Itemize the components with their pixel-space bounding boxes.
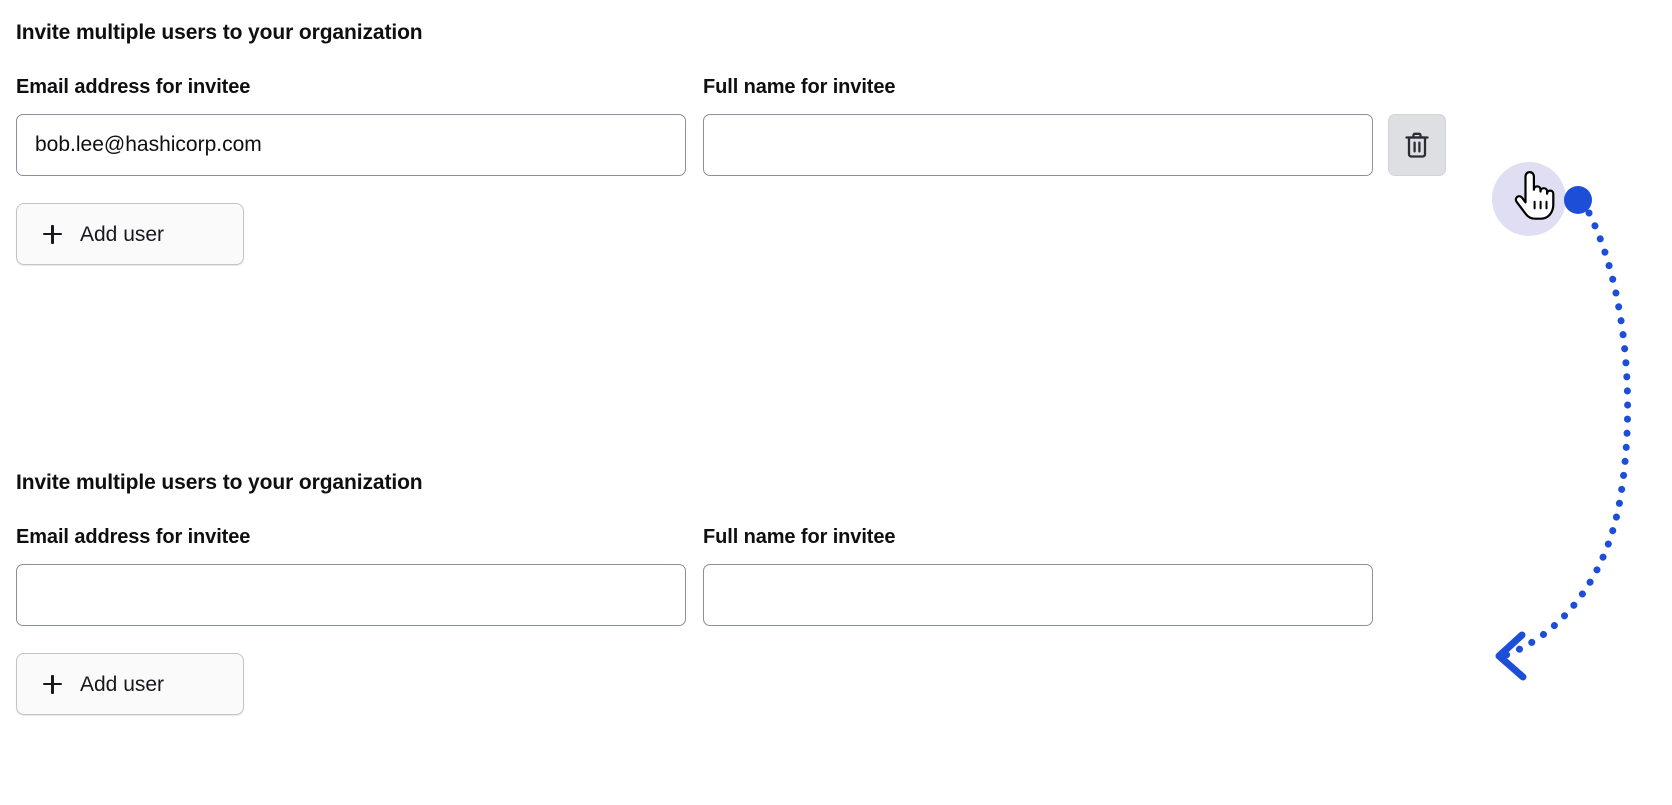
hand-pointer-cursor bbox=[1512, 168, 1556, 229]
email-field-label-2: Email address for invitee bbox=[16, 526, 251, 548]
email-field-group-2: Email address for invitee bbox=[16, 524, 686, 626]
fullname-field-label-2: Full name for invitee bbox=[703, 526, 896, 548]
plus-icon-2 bbox=[43, 674, 62, 694]
add-user-button-2[interactable]: Add user bbox=[16, 653, 244, 715]
add-user-label-2: Add user bbox=[80, 672, 165, 696]
annotation-arrowhead bbox=[1495, 631, 1527, 681]
fullname-field-label: Full name for invitee bbox=[703, 76, 896, 98]
fullname-field-group-2: Full name for invitee bbox=[703, 524, 1373, 626]
plus-icon bbox=[43, 224, 62, 244]
trash-icon bbox=[1404, 131, 1430, 159]
fullname-input[interactable] bbox=[703, 114, 1373, 176]
email-input[interactable] bbox=[16, 114, 686, 176]
invitee-field-row-2: Email address for invitee Full name for … bbox=[16, 524, 1373, 626]
delete-button-slot bbox=[1388, 74, 1446, 176]
fullname-field-group: Full name for invitee bbox=[703, 74, 1373, 176]
cursor-highlight-halo bbox=[1492, 162, 1566, 236]
email-input-2[interactable] bbox=[16, 564, 686, 626]
email-field-group: Email address for invitee bbox=[16, 74, 686, 176]
email-field-label: Email address for invitee bbox=[16, 76, 251, 98]
annotation-dotted-path bbox=[1502, 209, 1632, 659]
add-user-button[interactable]: Add user bbox=[16, 203, 244, 265]
annotation-start-dot bbox=[1564, 186, 1592, 214]
fullname-input-2[interactable] bbox=[703, 564, 1373, 626]
page-title-2: Invite multiple users to your organizati… bbox=[16, 471, 423, 494]
page-title: Invite multiple users to your organizati… bbox=[16, 21, 423, 44]
invite-section-2: Invite multiple users to your organizati… bbox=[16, 468, 1373, 715]
delete-invitee-button[interactable] bbox=[1388, 114, 1446, 176]
invitee-field-row: Email address for invitee Full name for … bbox=[16, 74, 1446, 176]
invite-section-1: Invite multiple users to your organizati… bbox=[16, 18, 1446, 265]
add-user-label: Add user bbox=[80, 222, 165, 246]
